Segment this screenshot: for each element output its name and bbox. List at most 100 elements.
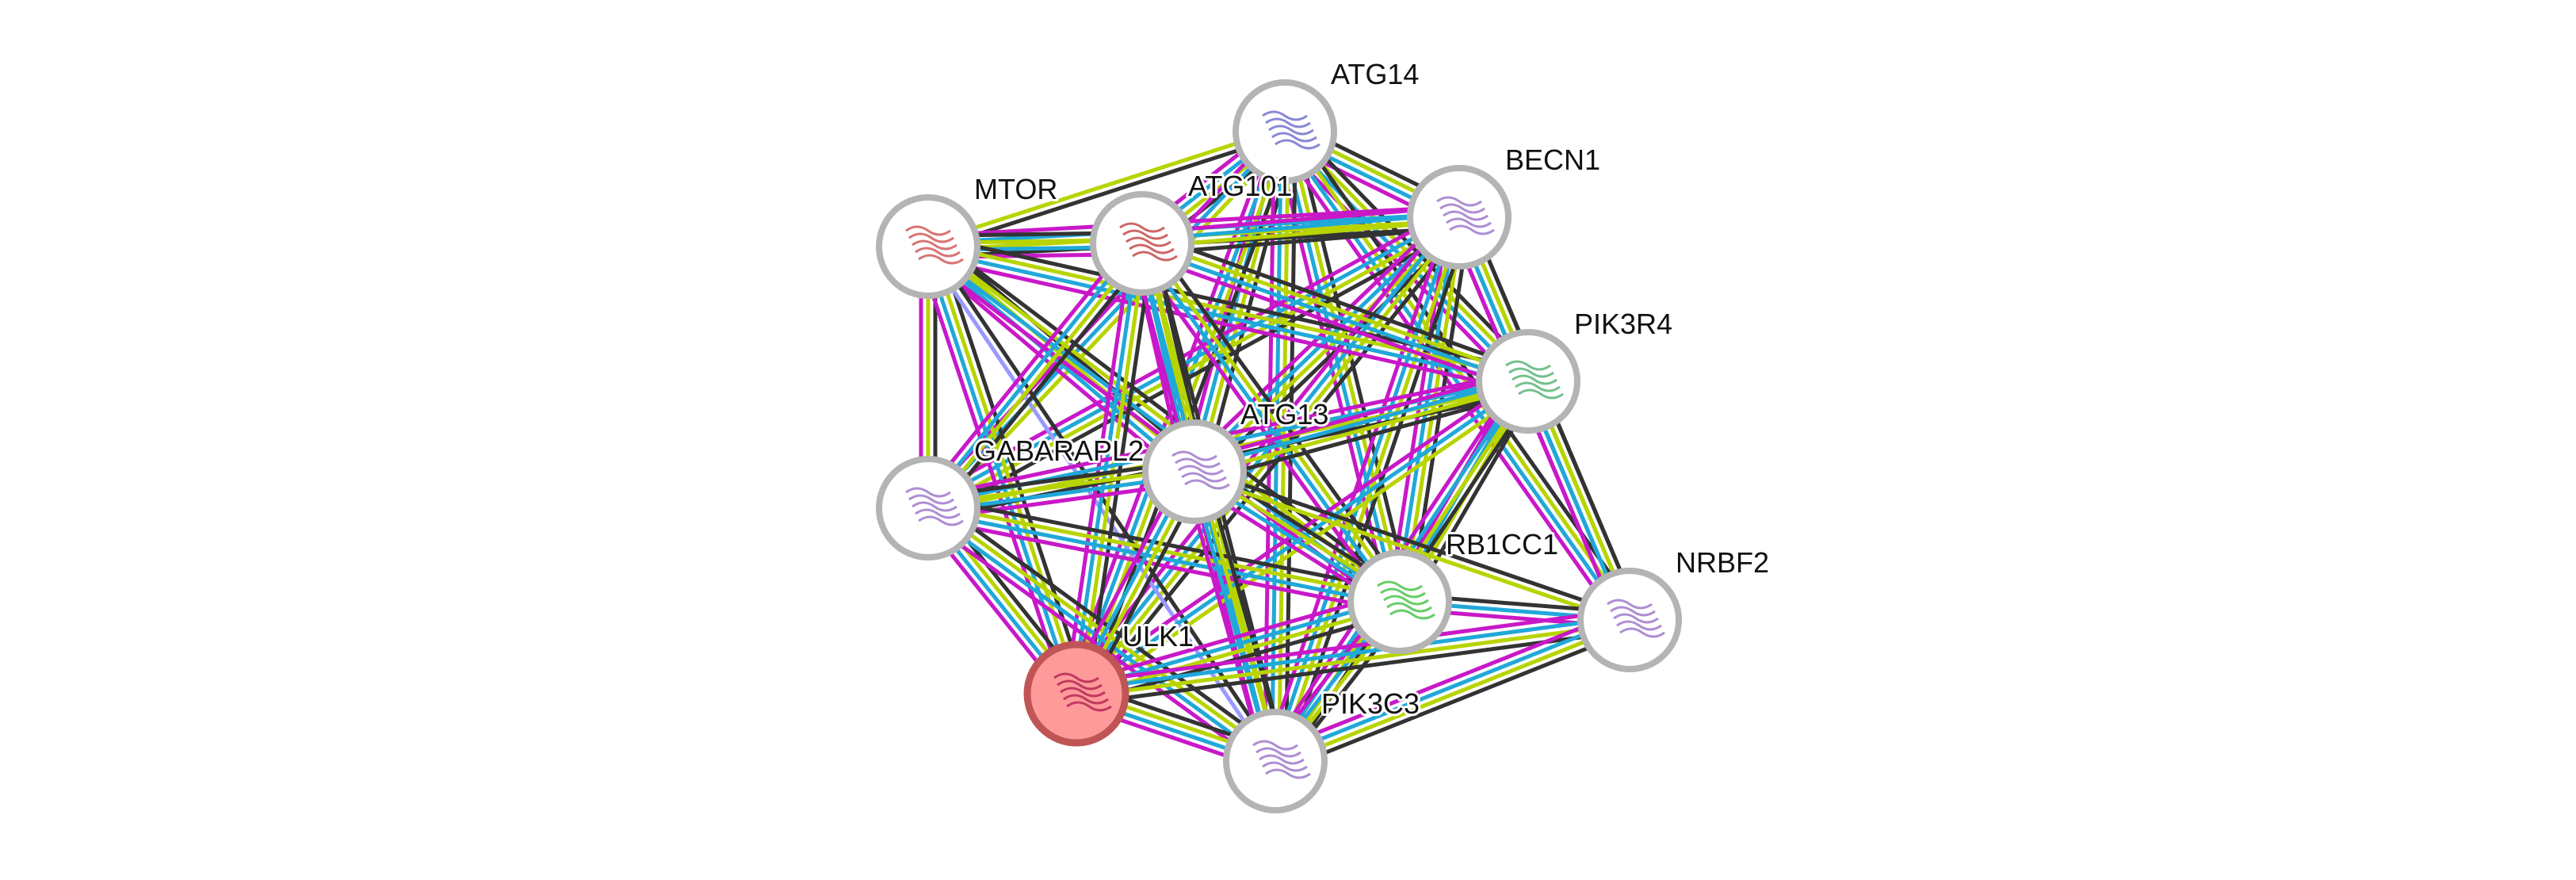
node-circle[interactable]: [1347, 549, 1452, 654]
protein-structure-icon: [1119, 222, 1178, 262]
node-circle[interactable]: [1577, 568, 1682, 672]
edge-evidence-line: [1077, 242, 1148, 697]
edge-evidence-line: [1140, 212, 1462, 243]
edge-PIK3R4-ATG13[interactable]: [1189, 369, 1534, 484]
protein-structure-icon: [1262, 110, 1320, 150]
node-circle[interactable]: [1023, 641, 1129, 747]
edge-evidence-line: [1136, 251, 1527, 394]
edge-evidence-line: [921, 205, 1457, 501]
node-becn1[interactable]: BECN1: [1407, 141, 1603, 270]
edge-evidence-line: [1140, 218, 1462, 249]
node-label: PIK3R4: [1574, 308, 1672, 340]
edge-evidence-line: [925, 247, 1530, 387]
protein-structure-icon: [1252, 740, 1311, 779]
edge-evidence-line: [934, 247, 1152, 517]
edge-evidence-line: [1279, 130, 1399, 605]
node-circle[interactable]: [1407, 165, 1512, 270]
edge-evidence-line: [923, 516, 1400, 614]
node-label: ATG13: [1240, 398, 1328, 430]
node-atg101[interactable]: ATG101: [1090, 167, 1294, 296]
edge-evidence-line: [925, 205, 1461, 239]
edge-evidence-line: [918, 235, 1137, 504]
node-label: RB1CC1: [1446, 528, 1558, 561]
edge-ATG13-NRBF2[interactable]: [1191, 466, 1633, 626]
edge-evidence-line: [1193, 382, 1531, 477]
edge-evidence-line: [1195, 389, 1534, 484]
node-nrbf2[interactable]: NRBF2: [1577, 544, 1771, 672]
node-label: NRBF2: [1676, 546, 1769, 579]
edge-evidence-line: [923, 239, 1142, 508]
edge-evidence-line: [1077, 217, 1465, 698]
protein-structure-icon: [1436, 196, 1495, 235]
protein-structure-icon: [1053, 672, 1112, 712]
edge-evidence-line: [1275, 621, 1634, 767]
edge-evidence-line: [1144, 231, 1535, 373]
node-pik3r4[interactable]: PIK3R4: [1476, 305, 1675, 434]
edge-evidence-line: [923, 254, 1528, 394]
node-circle[interactable]: [1142, 419, 1247, 524]
edge-evidence-line: [1191, 376, 1530, 471]
node-gabarapl2[interactable]: GABARAPL2: [876, 432, 1146, 561]
node-atg14[interactable]: ATG14: [1233, 55, 1421, 184]
node-label: ATG101: [1188, 170, 1292, 202]
edge-evidence-line: [936, 241, 1089, 693]
edge-MTOR-ULK1[interactable]: [915, 241, 1089, 699]
protein-structure-icon: [905, 225, 964, 265]
edge-evidence-line: [1071, 212, 1458, 694]
edge-ATG101-PIK3R4[interactable]: [1136, 231, 1535, 394]
edge-evidence-line: [929, 242, 1281, 761]
node-label: MTOR: [974, 173, 1057, 205]
node-label: PIK3C3: [1321, 687, 1420, 720]
protein-structure-icon: [1377, 580, 1435, 620]
edge-evidence-line: [1189, 369, 1527, 464]
edge-evidence-line: [1138, 244, 1529, 387]
edge-evidence-line: [915, 247, 1068, 699]
edge-evidence-line: [1271, 614, 1630, 760]
edge-evidence-line: [1141, 238, 1532, 381]
edge-evidence-line: [1078, 385, 1535, 702]
node-circle[interactable]: [1476, 329, 1580, 434]
protein-structure-icon: [1505, 360, 1564, 400]
edge-NRBF2-PIK3C3[interactable]: [1269, 607, 1636, 774]
edge-evidence-line: [926, 129, 1287, 511]
node-rb1cc1[interactable]: RB1CC1: [1347, 526, 1561, 654]
node-label: ATG14: [1331, 58, 1419, 90]
node-label: BECN1: [1505, 143, 1600, 176]
protein-structure-icon: [1171, 450, 1230, 490]
edge-ATG101-GABARAPL2[interactable]: [918, 235, 1152, 517]
edge-evidence-line: [928, 243, 1147, 513]
edge-evidence-line: [1394, 214, 1458, 603]
edge-evidence-line: [1075, 621, 1633, 699]
edge-evidence-line: [923, 245, 1076, 697]
node-circle[interactable]: [1233, 79, 1337, 184]
edge-evidence-line: [923, 509, 1275, 767]
edge-evidence-line: [925, 126, 1286, 246]
edge-evidence-line: [1071, 589, 1399, 686]
edge-evidence-line: [1277, 628, 1636, 774]
edge-evidence-line: [1131, 247, 1393, 610]
edge-BECN1-GABARAPL2[interactable]: [921, 205, 1466, 520]
edge-evidence-line: [931, 224, 1466, 520]
node-mtor[interactable]: MTOR: [876, 170, 1060, 299]
node-circle[interactable]: [1223, 709, 1328, 813]
edge-evidence-line: [1072, 607, 1630, 686]
node-circle[interactable]: [876, 456, 980, 561]
node-pik3c3[interactable]: PIK3C3: [1223, 685, 1422, 813]
node-circle[interactable]: [1090, 191, 1194, 296]
edge-evidence-line: [925, 509, 1401, 607]
edge-evidence-line: [1269, 607, 1628, 753]
node-label: ULK1: [1122, 620, 1194, 652]
edge-evidence-line: [927, 218, 1463, 514]
edge-evidence-line: [1143, 239, 1405, 602]
node-circle[interactable]: [876, 194, 980, 299]
edge-evidence-line: [929, 243, 1082, 695]
edge-evidence-line: [924, 212, 1460, 507]
node-atg13[interactable]: ATG13: [1142, 396, 1331, 524]
node-label: GABARAPL2: [974, 434, 1144, 467]
node-ulk1[interactable]: ULK1: [1023, 618, 1196, 747]
protein-structure-icon: [1607, 599, 1665, 638]
edge-evidence-line: [1139, 205, 1461, 235]
edge-evidence-line: [1193, 466, 1633, 619]
